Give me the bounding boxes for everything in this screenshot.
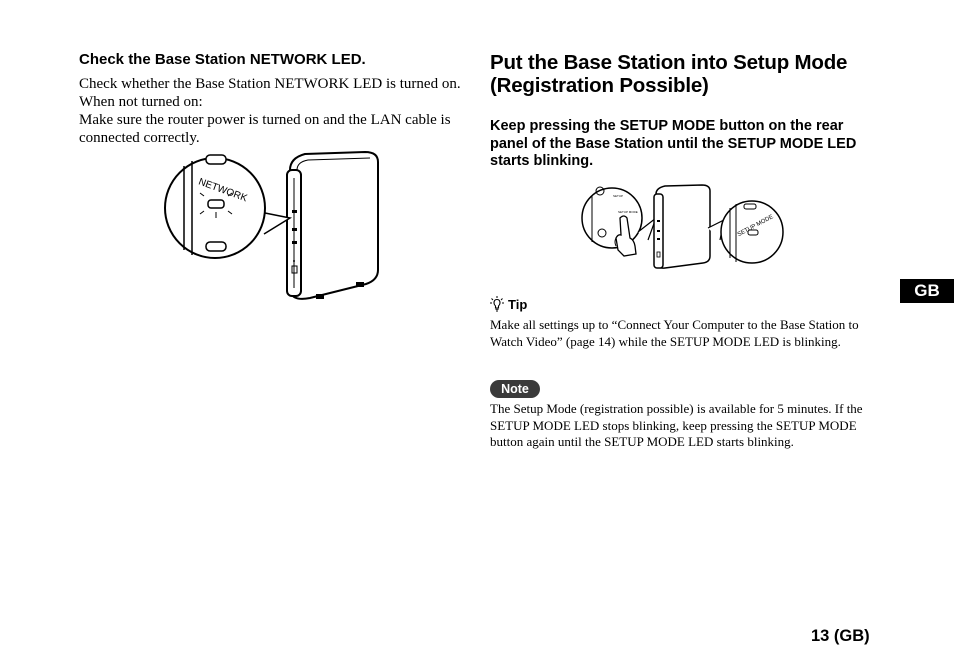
tip-label: Tip	[508, 296, 528, 312]
note-text: The Setup Mode (registration possible) i…	[490, 401, 863, 449]
note-badge: Note	[490, 380, 540, 398]
step-text-make-sure: Make sure the router power is turned on …	[79, 112, 451, 146]
step-text-when-off: When not turned on:	[79, 94, 203, 110]
setup-mode-illustration: SETUP SETUP MODE SETUP MODE	[581, 184, 784, 269]
network-led-illustration: NETWORK	[164, 150, 379, 300]
language-tab: GB	[900, 279, 954, 303]
svg-text:SETUP MODE: SETUP MODE	[618, 210, 638, 214]
step-heading: Check the Base Station NETWORK LED.	[79, 51, 366, 68]
svg-text:SETUP: SETUP	[613, 194, 623, 198]
step-text-check: Check whether the Base Station NETWORK L…	[79, 76, 461, 92]
section-title: Put the Base Station into Setup Mode (Re…	[490, 51, 848, 97]
page-number: 13 (GB)	[811, 627, 870, 645]
tip-heading: Tip	[490, 296, 527, 312]
setup-instruction: Keep pressing the SETUP MODE button on t…	[490, 118, 857, 169]
lightbulb-icon	[490, 296, 504, 312]
tip-text: Make all settings up to “Connect Your Co…	[490, 317, 859, 349]
step-body: Check whether the Base Station NETWORK L…	[79, 75, 464, 147]
